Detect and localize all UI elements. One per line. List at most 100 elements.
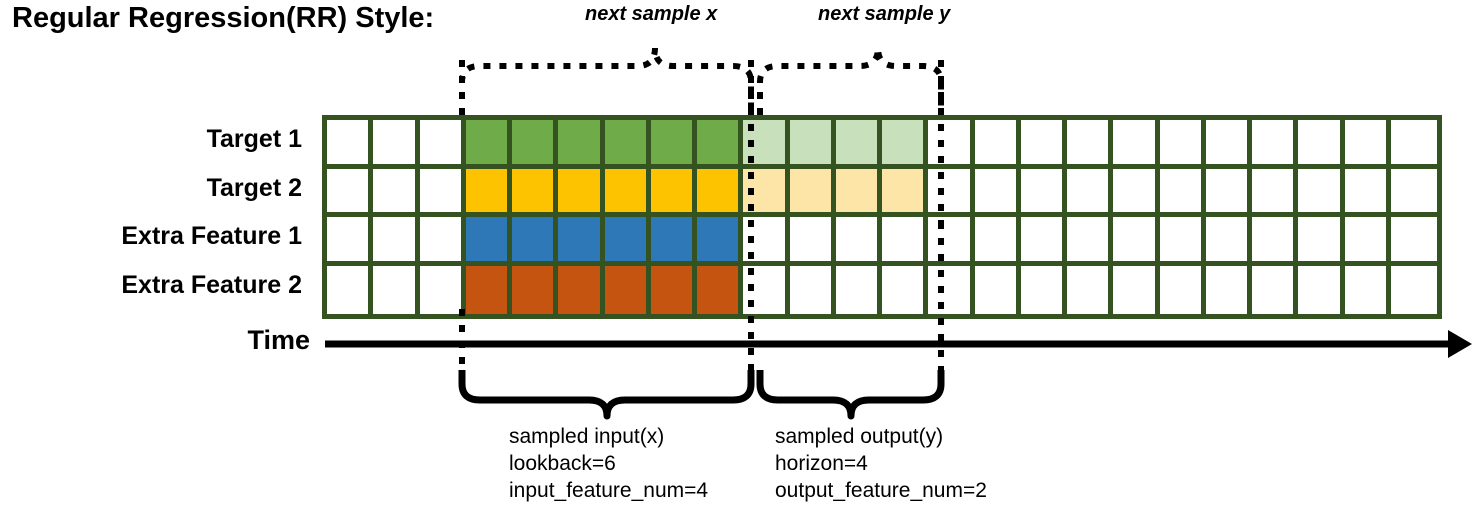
grid-cell — [697, 120, 744, 169]
grid-row-target-1 — [327, 120, 1437, 169]
row-label-extra-feature-1: Extra Feature 1 — [121, 222, 302, 250]
grid-cell — [789, 217, 836, 266]
grid-cell — [1067, 120, 1114, 169]
sampled-input-title: sampled input(x) — [509, 425, 665, 448]
grid-cell — [512, 168, 559, 217]
grid-cell — [1113, 168, 1160, 217]
grid-cell — [1113, 217, 1160, 266]
grid-cell — [697, 168, 744, 217]
grid-cell — [650, 265, 697, 314]
grid-cell — [1252, 168, 1299, 217]
grid-cell — [558, 168, 605, 217]
grid-row-extra-feature-1 — [327, 217, 1437, 266]
grid-cell — [1020, 120, 1067, 169]
grid-cell — [465, 217, 512, 266]
grid-cell — [1298, 217, 1345, 266]
grid-cell — [327, 217, 374, 266]
grid-cell — [1205, 265, 1252, 314]
grid-cell — [373, 168, 420, 217]
next-sample-y-brace — [757, 47, 944, 115]
grid-cell — [1344, 120, 1391, 169]
grid-cell — [697, 265, 744, 314]
grid-cell — [558, 217, 605, 266]
grid-cell — [1067, 217, 1114, 266]
grid-cell — [1252, 120, 1299, 169]
grid-cell — [928, 168, 975, 217]
grid-cell — [1205, 120, 1252, 169]
grid-cell — [465, 168, 512, 217]
row-label-extra-feature-2: Extra Feature 2 — [121, 270, 302, 299]
grid-cell — [835, 217, 882, 266]
grid-cell — [512, 217, 559, 266]
grid-cell — [327, 120, 374, 169]
output-feature-num-value: output_feature_num=2 — [775, 479, 987, 502]
grid-cell — [419, 265, 466, 314]
grid-cell — [650, 120, 697, 169]
sampled-output-title: sampled output(y) — [775, 425, 944, 448]
grid-cell — [1113, 265, 1160, 314]
time-axis-label: Time — [247, 325, 310, 355]
page-title: Regular Regression(RR) Style: — [12, 2, 435, 34]
grid-cell — [1390, 168, 1437, 217]
grid-cell — [1159, 120, 1206, 169]
grid-row-target-2 — [327, 168, 1437, 217]
grid-cell — [1344, 168, 1391, 217]
grid-cell — [604, 120, 651, 169]
grid-cell — [512, 265, 559, 314]
grid-cell — [1020, 265, 1067, 314]
grid-cell — [974, 265, 1021, 314]
grid-cell — [1067, 265, 1114, 314]
grid-cell — [743, 265, 790, 314]
input-feature-num-value: input_feature_num=4 — [509, 479, 709, 502]
grid-cell — [327, 265, 374, 314]
grid-cell — [419, 217, 466, 266]
grid-cell — [1252, 265, 1299, 314]
grid-cell — [327, 168, 374, 217]
grid-cell — [835, 168, 882, 217]
grid-cell — [743, 168, 790, 217]
grid-cell — [1067, 168, 1114, 217]
grid-cell — [835, 120, 882, 169]
grid-cell — [650, 217, 697, 266]
grid-cell — [882, 168, 929, 217]
grid-cell — [928, 217, 975, 266]
grid-cell — [558, 120, 605, 169]
next-sample-x-label: next sample x — [585, 3, 718, 25]
grid-cell — [1159, 217, 1206, 266]
grid-cell — [1020, 217, 1067, 266]
grid-cell — [1390, 217, 1437, 266]
row-label-target-2: Target 2 — [206, 173, 302, 202]
grid-cell — [974, 168, 1021, 217]
grid-cell — [373, 217, 420, 266]
grid-cell — [1205, 168, 1252, 217]
lookback-value: lookback=6 — [509, 452, 616, 475]
grid-cell — [1298, 120, 1345, 169]
grid-cell — [650, 168, 697, 217]
timeline-grid — [322, 115, 1442, 319]
grid-cell — [419, 168, 466, 217]
grid-cell — [789, 168, 836, 217]
grid-cell — [604, 168, 651, 217]
grid-cell — [373, 265, 420, 314]
sampled-output-annotation: sampled output(y) horizon=4 output_featu… — [775, 423, 987, 504]
grid-cell — [1390, 265, 1437, 314]
grid-cell — [789, 265, 836, 314]
grid-cell — [1252, 217, 1299, 266]
grid-cell — [789, 120, 836, 169]
grid-cell — [1390, 120, 1437, 169]
grid-cell — [1298, 265, 1345, 314]
grid-cell — [697, 217, 744, 266]
grid-cell — [512, 120, 559, 169]
grid-cell — [1344, 217, 1391, 266]
next-sample-y-label: next sample y — [818, 3, 951, 25]
sampled-output-brace — [756, 370, 945, 420]
grid-cell — [419, 120, 466, 169]
grid-cell — [1020, 168, 1067, 217]
grid-cell — [558, 265, 605, 314]
horizon-value: horizon=4 — [775, 452, 868, 475]
grid-cell — [604, 217, 651, 266]
grid-cell — [1159, 168, 1206, 217]
grid-cell — [465, 120, 512, 169]
grid-cell — [743, 217, 790, 266]
grid-cell — [1344, 265, 1391, 314]
